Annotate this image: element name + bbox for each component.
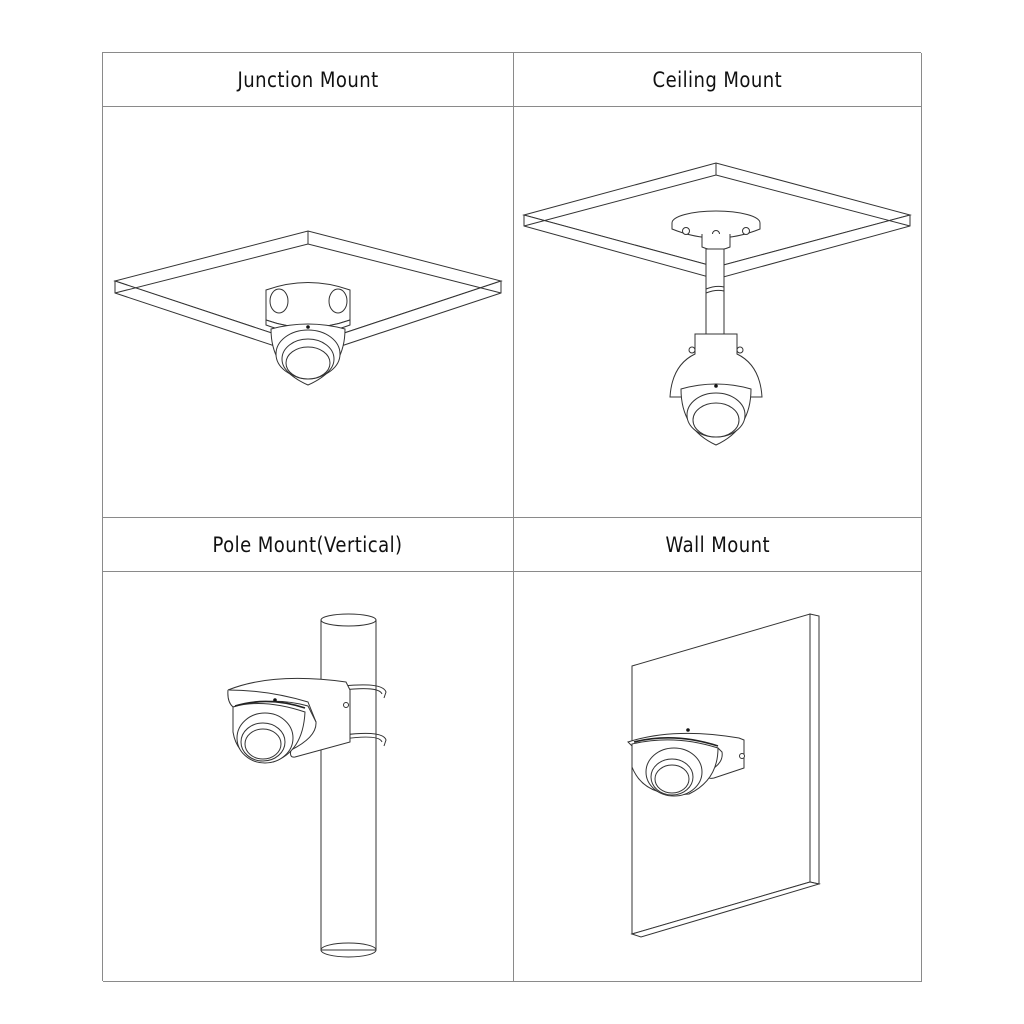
pole-mount-header: Pole Mount(Vertical) [103, 518, 514, 572]
junction-mount-title: Junction Mount [237, 67, 379, 92]
wall-mount-camera-icon [627, 613, 821, 938]
pole-mount-panel [103, 572, 514, 982]
pole-mount-camera-icon [227, 613, 387, 958]
ceiling-mount-title: Ceiling Mount [652, 67, 783, 92]
ceiling-mount-panel [514, 107, 922, 518]
ceiling-mount-camera-icon [522, 162, 912, 446]
pole-mount-title: Pole Mount(Vertical) [212, 532, 404, 557]
wall-mount-panel [514, 572, 922, 982]
junction-mount-header: Junction Mount [103, 53, 514, 107]
wall-mount-header: Wall Mount [514, 518, 922, 572]
junction-mount-camera-icon [113, 230, 503, 386]
wall-mount-title: Wall Mount [665, 532, 770, 557]
junction-mount-panel [103, 107, 514, 518]
ceiling-mount-header: Ceiling Mount [514, 53, 922, 107]
mount-options-grid: Junction Mount Ceiling Mount [102, 52, 922, 982]
